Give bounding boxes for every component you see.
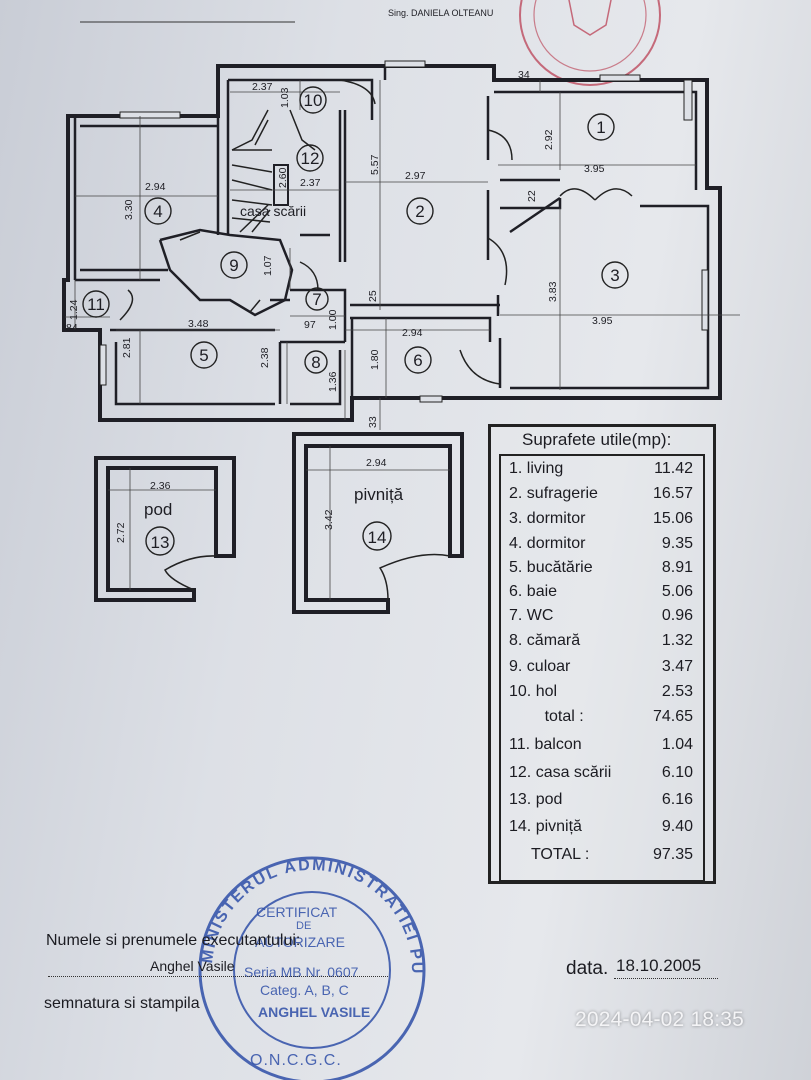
room-number: 10 [304, 91, 323, 110]
room-label-pivnita: pivniță [354, 485, 404, 504]
room-number: 14 [368, 528, 387, 547]
executant-name: Anghel Vasile [150, 958, 235, 974]
stamp-line-4: Seria MB Nr. 0607 [244, 964, 359, 980]
svg-text:22: 22 [526, 190, 538, 202]
room-number: 6 [413, 351, 422, 370]
svg-text:1.24: 1.24 [68, 299, 80, 320]
pod-wall [94, 456, 236, 602]
svg-text:3.95: 3.95 [584, 163, 605, 175]
blue-stamp: MINISTERUL ADMINISTRATIEI PUBLICE [0, 0, 426, 1080]
room-number: 3 [610, 266, 619, 285]
date-line [614, 978, 718, 979]
svg-text:84: 84 [66, 322, 78, 334]
top-red-stamp [519, 0, 661, 86]
svg-text:34: 34 [518, 69, 530, 81]
room-number: 8 [311, 353, 320, 372]
room-label-casa-scarii: casa scării [240, 203, 306, 219]
executant-label: Numele si prenumele executantului: [46, 932, 301, 949]
pivnita-wall [292, 432, 464, 614]
svg-text:97: 97 [304, 319, 316, 331]
date-value: 18.10.2005 [616, 956, 702, 975]
signature-label: semnatura si stampila [44, 995, 200, 1012]
areas-table-outer [488, 424, 716, 884]
svg-text:3.48: 3.48 [188, 318, 209, 330]
svg-text:2.60: 2.60 [277, 167, 289, 188]
doors [119, 79, 633, 385]
svg-text:1.36: 1.36 [327, 371, 339, 392]
svg-text:2.37: 2.37 [252, 81, 273, 93]
svg-text:2.38: 2.38 [259, 347, 271, 368]
svg-text:1.07: 1.07 [262, 255, 274, 276]
room-number: 13 [151, 533, 170, 552]
stamp-line-3: AUTORIZARE [255, 934, 345, 950]
svg-text:2.81: 2.81 [121, 337, 133, 358]
svg-text:2.97: 2.97 [405, 170, 426, 182]
svg-text:2.72: 2.72 [115, 522, 127, 543]
areas-table-title: Suprafete utile(mp): [522, 430, 672, 449]
svg-text:1.03: 1.03 [279, 87, 291, 108]
room-number: 5 [199, 346, 208, 365]
room-number: 11 [87, 295, 105, 314]
svg-text:3.83: 3.83 [547, 281, 559, 302]
svg-text:2.94: 2.94 [145, 181, 166, 193]
svg-text:3.42: 3.42 [323, 509, 335, 530]
room-number: 2 [415, 202, 424, 221]
inner-walls [73, 66, 710, 406]
room-number: 9 [229, 256, 238, 275]
room-numbers: 1 2 3 4 5 6 7 8 9 10 11 12 13 14 [87, 91, 620, 552]
svg-text:5.57: 5.57 [369, 154, 381, 175]
executant-line [48, 976, 388, 977]
dimension-lines [65, 80, 740, 430]
room-number: 1 [596, 118, 605, 137]
stamp-bottom-text: O.N.C.G.C. [250, 1052, 342, 1069]
svg-text:2.92: 2.92 [543, 129, 555, 150]
areas-table-inner [499, 454, 705, 882]
stamp-line-6: ANGHEL VASILE [258, 1004, 371, 1020]
svg-text:3.95: 3.95 [592, 315, 613, 327]
dimension-labels: 2.37 1.03 5.57 34 2.92 3.95 2.60 2.37 2.… [66, 69, 613, 543]
outer-wall [62, 64, 722, 422]
room-number: 12 [301, 149, 320, 168]
room-number: 7 [312, 290, 321, 309]
svg-text:25: 25 [367, 290, 379, 302]
stamp-line-5: Categ. A, B, C [260, 982, 349, 998]
svg-text:1.80: 1.80 [369, 349, 381, 370]
room-label-pod: pod [144, 500, 172, 519]
svg-text:2.94: 2.94 [402, 327, 423, 339]
pod-door [164, 555, 217, 591]
svg-text:2.94: 2.94 [366, 457, 387, 469]
windows [99, 60, 709, 403]
date-label: data. [566, 958, 609, 979]
pivnita-door [378, 553, 451, 601]
signature-name: Sing. DANIELA OLTEANU [388, 8, 493, 18]
stamp-line-2: DE [296, 920, 312, 932]
svg-text:3.30: 3.30 [123, 199, 135, 220]
room-number: 4 [153, 202, 162, 221]
svg-text:2.36: 2.36 [150, 480, 171, 492]
stamp-line-1: CERTIFICAT [256, 904, 338, 920]
photo-timestamp: 2024-04-02 18:35 [575, 1008, 745, 1031]
svg-text:33: 33 [367, 416, 379, 428]
svg-text:2.37: 2.37 [300, 177, 321, 189]
svg-text:1.00: 1.00 [327, 309, 339, 330]
room-circles [82, 86, 629, 556]
